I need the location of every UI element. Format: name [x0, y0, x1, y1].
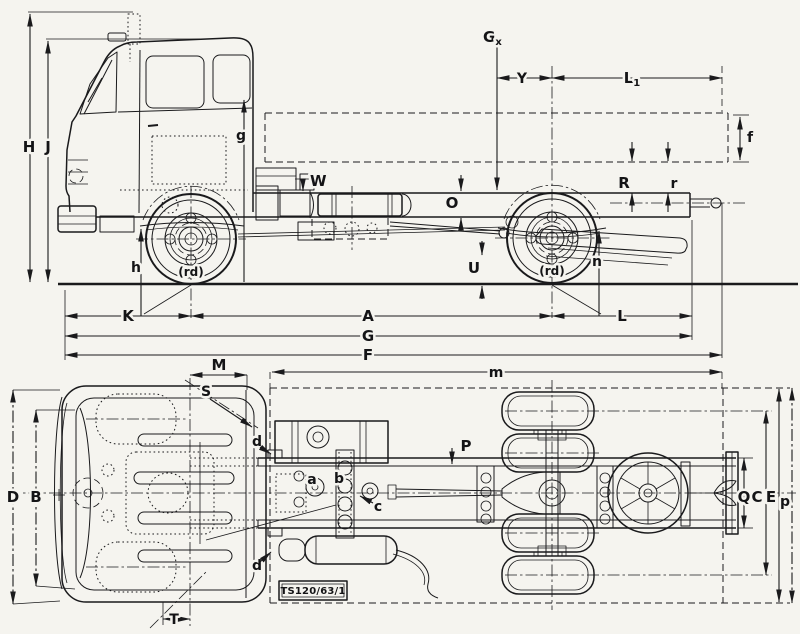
cab-side	[58, 14, 334, 240]
dim-label-E: E	[766, 488, 776, 506]
dimensions-plan: M S m d d a b c P T D B Q C	[4, 354, 795, 631]
dim-label-G: G	[362, 327, 374, 345]
part-label-a: a	[307, 472, 316, 488]
dim-label-Y: Y	[516, 71, 528, 87]
dim-label-W: W	[310, 172, 327, 190]
drawing-number: TS120/63/1	[280, 586, 345, 597]
dim-label-g: g	[236, 128, 246, 144]
cab-plan	[53, 380, 336, 628]
dim-label-D: D	[7, 488, 19, 506]
chassis-side	[96, 168, 748, 265]
dim-label-K: K	[122, 307, 135, 325]
label-rd-rear: (rd)	[539, 264, 564, 278]
part-label-c: c	[374, 499, 382, 515]
dim-label-Q: Q	[738, 488, 751, 506]
body-outline-plan-dashed	[270, 388, 790, 603]
dim-label-p: p	[780, 494, 790, 510]
dim-label-r: r	[671, 176, 678, 192]
dim-label-T: T	[169, 612, 179, 628]
front-wheel	[136, 186, 246, 318]
part-label-b: b	[334, 471, 344, 487]
dim-label-M: M	[212, 356, 227, 374]
dim-label-U: U	[468, 259, 480, 277]
dim-label-L: L	[617, 307, 627, 325]
dim-label-B: B	[30, 488, 41, 506]
dim-label-n: n	[592, 254, 602, 270]
dim-label-h: h	[131, 260, 141, 276]
dim-label-f: f	[747, 130, 754, 146]
frame-plan	[258, 421, 738, 598]
dim-label-H: H	[23, 138, 36, 156]
dim-label-S: S	[201, 384, 211, 400]
dimensions-side: H J g W O U h (rd) n (rd) Gx Y L1 f	[20, 12, 757, 367]
drawing-number-plate: TS120/63/1	[279, 581, 347, 600]
side-view: H J g W O U h (rd) n (rd) Gx Y L1 f	[20, 12, 798, 367]
dim-label-F: F	[363, 346, 373, 364]
dim-label-R: R	[618, 174, 630, 192]
dim-label-A: A	[362, 307, 374, 325]
label-rd-front: (rd)	[178, 265, 203, 279]
dim-label-J: J	[44, 138, 51, 156]
plan-view: M S m d d a b c P T D B Q C	[4, 354, 796, 631]
dim-label-L1: L1	[624, 69, 641, 89]
dim-label-O: O	[446, 194, 459, 212]
dim-label-P: P	[461, 437, 472, 455]
dim-label-C: C	[751, 488, 762, 506]
rear-wheel	[495, 66, 610, 318]
dim-label-Gx: Gx	[483, 28, 502, 48]
dim-label-d-lower: d	[252, 558, 262, 574]
dim-label-m: m	[489, 365, 504, 381]
